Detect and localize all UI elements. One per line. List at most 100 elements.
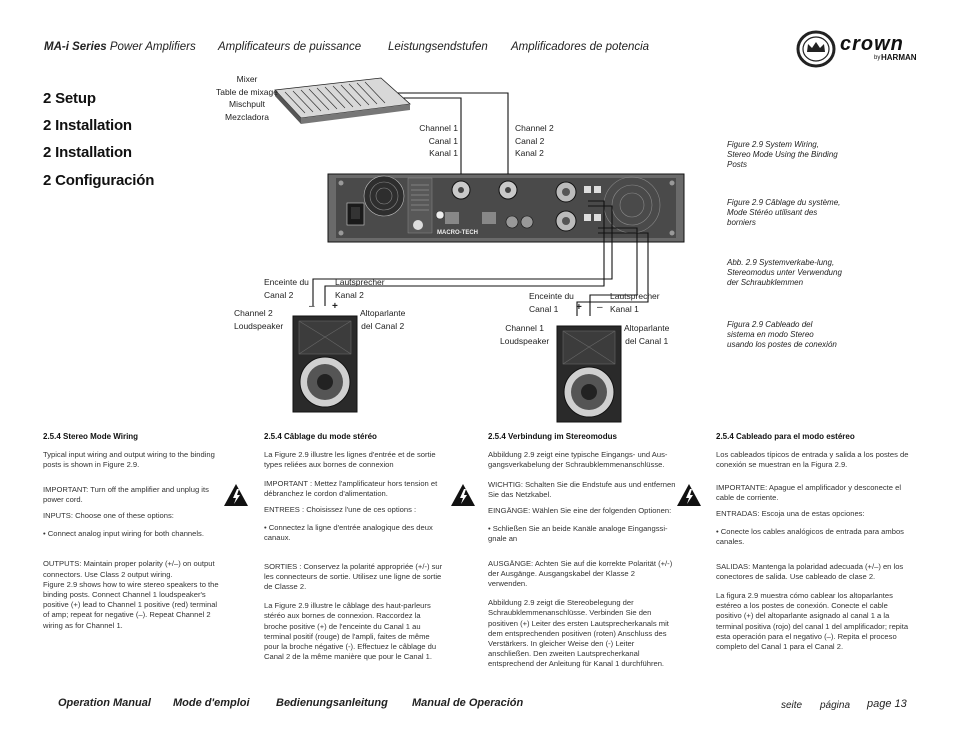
column-es-p1: Los cableados típicos de entrada y salid… <box>716 450 909 470</box>
mixer-label-fr: Table de mixage <box>216 86 278 97</box>
mixer-label-de: Mischpult <box>229 99 265 109</box>
footer-manual-operacion: Manual de Operación <box>412 697 524 709</box>
amplifier-rear-panel: MACRO-TECH <box>327 173 685 243</box>
ch2-input-fr: Canal 2 <box>515 135 545 146</box>
input-cables <box>395 92 509 177</box>
footer-bedienungsanleitung: Bedienungsanleitung <box>276 697 388 709</box>
right-lautsprecher-label: Lautsprecher Kanal 1 <box>610 290 660 315</box>
left-altoparlante-line1: Altoparlante <box>360 308 406 318</box>
section-title-en: 2 Setup <box>43 90 96 107</box>
right-minus-sign: – <box>597 302 603 313</box>
column-fr-p4: • Connectez la ligne d'entrée analogique… <box>264 523 433 543</box>
ch2-input-en: Channel 2 <box>515 123 554 133</box>
left-minus-sign: – <box>309 301 315 312</box>
column-es-p3: ENTRADAS: Escoja una de estas opciones: <box>716 509 865 519</box>
crown-logo: crown by HARMAN <box>796 30 917 70</box>
column-es-p5: SALIDAS: Mantenga la polaridad adecuada … <box>716 561 904 581</box>
caption-fr: Figure 2.9 Câblage du système, Mode Stér… <box>727 198 841 227</box>
column-en-p4: • Connect analog input wiring for both c… <box>43 529 204 539</box>
right-enceinte-line2: Canal 1 <box>529 303 559 314</box>
left-altoparlante-label: Altoparlante del Canal 2 <box>360 307 405 332</box>
warning-shock-icon <box>224 484 248 506</box>
column-es-p2: IMPORTANTE: Apague el amplificador y des… <box>716 482 902 502</box>
column-en-p5: OUTPUTS: Maintain proper polarity (+/–) … <box>43 559 219 630</box>
left-lautsprecher-line1: Lautsprecher <box>335 277 385 287</box>
right-altoparlante-line2: del Canal 1 <box>625 335 669 346</box>
right-channel-label: Channel 1 Loudspeaker <box>500 322 549 347</box>
ch1-input-fr: Canal 1 <box>428 135 458 146</box>
column-es-p6: La figura 2.9 muestra cómo cablear los a… <box>716 591 909 652</box>
column-fr: 2.5.4 Câblage du mode stéréo La Figure 2… <box>264 432 444 668</box>
right-lautsprecher-line1: Lautsprecher <box>610 291 660 301</box>
column-de-heading: 2.5.4 Verbindung im Stereomodus <box>488 432 617 441</box>
column-es-p4: • Conecte los cables analógicos de entra… <box>716 527 904 547</box>
logo-by: by <box>874 55 881 61</box>
right-altoparlante-label: Altoparlante del Canal 1 <box>624 322 669 347</box>
mixer-label-es: Mezcladora <box>225 111 269 122</box>
column-en-p1: Typical input wiring and output wiring t… <box>43 450 215 470</box>
right-channel-line1: Channel 1 <box>505 323 544 333</box>
header-de: Leistungsendstufen <box>388 41 488 53</box>
column-fr-p5: SORTIES : Conservez la polarité appropri… <box>264 561 443 592</box>
column-de-p1: Abbildung 2.9 zeigt eine typische Eingan… <box>488 450 668 470</box>
left-plus-sign: + <box>332 301 338 312</box>
channel-2-loudspeaker <box>292 315 358 413</box>
mixer-label-en: Mixer <box>236 74 258 84</box>
header-es: Amplificadores de potencia <box>511 41 650 53</box>
header-series: MA-i Series Power Amplifiers <box>44 41 196 53</box>
column-fr-p3: ENTREES : Choisissez l'une de ces option… <box>264 505 417 515</box>
right-enceinte-label: Enceinte du Canal 1 <box>529 290 574 315</box>
column-es: 2.5.4 Cableado para el modo estéreo Los … <box>716 432 912 658</box>
column-fr-heading: 2.5.4 Câblage du mode stéréo <box>264 432 377 441</box>
footer-pagina: página <box>820 700 851 711</box>
footer-mode-emploi: Mode d'emploi <box>173 697 250 709</box>
series-name: MA-i Series <box>44 41 107 53</box>
left-enceinte-line2: Canal 2 <box>264 289 294 300</box>
series-subtitle: Power Amplifiers <box>109 41 196 53</box>
logo-brand: crown <box>840 33 904 55</box>
left-enceinte-line1: Enceinte du <box>264 277 309 287</box>
left-lautsprecher-label: Lautsprecher Kanal 2 <box>335 276 385 301</box>
right-altoparlante-line1: Altoparlante <box>624 323 670 333</box>
caption-es: Figura 2.9 Cableado del sistema en modo … <box>727 320 837 349</box>
column-en-p2: IMPORTANT: Turn off the amplifier and un… <box>43 484 209 504</box>
left-altoparlante-line2: del Canal 2 <box>361 320 405 331</box>
mixer-label: Mixer Table de mixage Mischpult Mezclado… <box>212 73 282 123</box>
left-lautsprecher-line2: Kanal 2 <box>335 289 364 300</box>
ch1-input-label: Channel 1 Canal 1 Kanal 1 <box>410 122 458 160</box>
header-fr: Amplificateurs de puissance <box>218 41 362 53</box>
left-channel-line2: Loudspeaker <box>234 320 284 331</box>
left-channel-line1: Channel 2 <box>234 308 273 318</box>
column-en-p3: INPUTS: Choose one of these options: <box>43 511 174 521</box>
column-es-heading: 2.5.4 Cableado para el modo estéreo <box>716 432 855 441</box>
crown-emblem-icon <box>796 30 836 68</box>
page-number: page 13 <box>867 698 907 710</box>
footer-seite: seite <box>781 700 803 711</box>
column-fr-p2: IMPORTANT : Mettez l'amplificateur hors … <box>264 478 438 498</box>
ch2-input-label: Channel 2 Canal 2 Kanal 2 <box>515 122 554 160</box>
caption-de: Abb. 2.9 Systemverkabe-lung, Stereomodus… <box>727 258 842 287</box>
channel-1-loudspeaker <box>556 325 622 423</box>
right-enceinte-line1: Enceinte du <box>529 291 574 301</box>
mixer-console <box>274 77 411 124</box>
logo-harman: HARMAN <box>881 53 917 62</box>
warning-shock-icon <box>451 484 475 506</box>
column-de: 2.5.4 Verbindung im Stereomodus Abbildun… <box>488 432 676 676</box>
ch2-input-de: Kanal 2 <box>515 148 544 158</box>
right-plus-sign: + <box>576 302 582 313</box>
right-lautsprecher-line2: Kanal 1 <box>610 303 639 314</box>
left-channel-label: Channel 2 Loudspeaker <box>234 307 283 332</box>
column-de-p4: • Schließen Sie an beide Kanäle analoge … <box>488 524 668 544</box>
column-de-p2: WICHTIG: Schalten Sie die Endstufe aus u… <box>488 479 676 499</box>
column-fr-p6: La Figure 2.9 illustre le câblage des ha… <box>264 601 437 662</box>
column-de-p5: AUSGÄNGE: Achten Sie auf die korrekte Po… <box>488 558 673 589</box>
column-en: 2.5.4 Stereo Mode Wiring Typical input w… <box>43 432 221 637</box>
left-enceinte-label: Enceinte du Canal 2 <box>264 276 309 301</box>
section-title-es: 2 Configuración <box>43 172 155 189</box>
section-title-de: 2 Installation <box>43 144 132 161</box>
right-channel-line2: Loudspeaker <box>500 335 550 346</box>
output-cables <box>312 200 649 316</box>
ch1-input-en: Channel 1 <box>419 123 458 133</box>
column-en-heading: 2.5.4 Stereo Mode Wiring <box>43 432 139 441</box>
ch1-input-de: Kanal 1 <box>429 148 458 158</box>
